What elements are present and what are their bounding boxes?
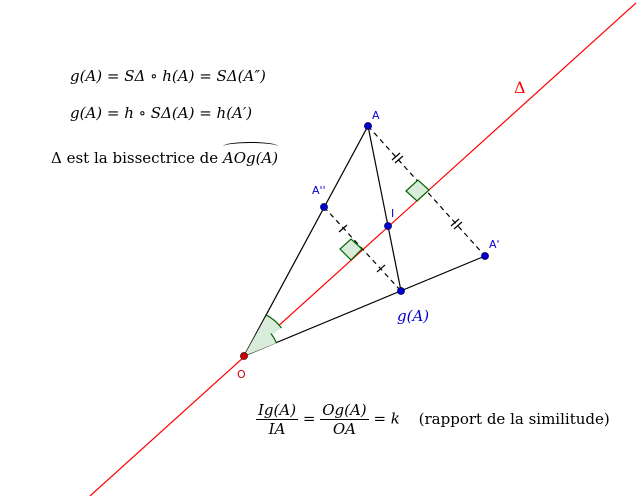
angle-AOgA: AOg(A) [222,142,279,167]
formula-line-2: g(A) = h ∘ SΔ(A) = h(A′) [70,104,253,122]
label-A-double-prime: A'' [312,184,326,197]
point-A-prime [481,252,489,260]
right-angle-marker-lower [339,238,363,261]
ratio-note: (rapport de la similitude) [418,409,610,428]
angle-marker-outer [244,315,282,356]
equals-sign: = [302,409,316,428]
angle-arc-outer [266,314,282,329]
angle-arc-inner [270,333,277,344]
point-gA [397,287,405,295]
fraction-denominator-1: IA [268,420,286,438]
angle-marker-inner [244,333,277,356]
ratio-k: = k [373,409,400,428]
formula-line-3: Δ est la bissectrice de AOg(A) [51,142,279,167]
segment-A-A-prime [367,125,486,257]
right-angle-marker-upper [405,179,430,202]
angle-text: AOg(A) [222,149,279,167]
label-A: A [372,109,380,122]
segment-A-gA [367,125,402,292]
single-tick-marks [338,224,386,273]
segment-OA [243,125,369,357]
fraction-IgA-over-IA: Ig(A) IA [256,401,299,438]
label-A-prime: A' [489,238,500,251]
segment-OA-prime [243,255,486,357]
point-I [384,222,392,230]
label-gA: g(A) [397,307,429,325]
point-A [364,122,372,130]
label-delta: Δ [514,78,526,97]
label-I: I [391,207,394,220]
label-O: O [237,368,246,381]
formula-line-1: g(A) = SΔ ∘ h(A) = SΔ(A″) [70,67,266,85]
ratio-formula: Ig(A) IA = Og(A) OA = k (rapport de la s… [256,401,610,438]
point-A-double-prime [320,203,328,211]
fraction-OgA-over-OA: Og(A) OA [320,401,369,438]
fraction-numerator-2: Og(A) [320,401,369,420]
double-tick-marks [391,152,463,230]
point-O [240,352,248,360]
bisector-statement: Δ est la bissectrice de [51,149,219,167]
fraction-numerator-1: Ig(A) [256,401,299,420]
angle-hat [222,142,279,151]
fraction-denominator-2: OA [332,420,356,438]
